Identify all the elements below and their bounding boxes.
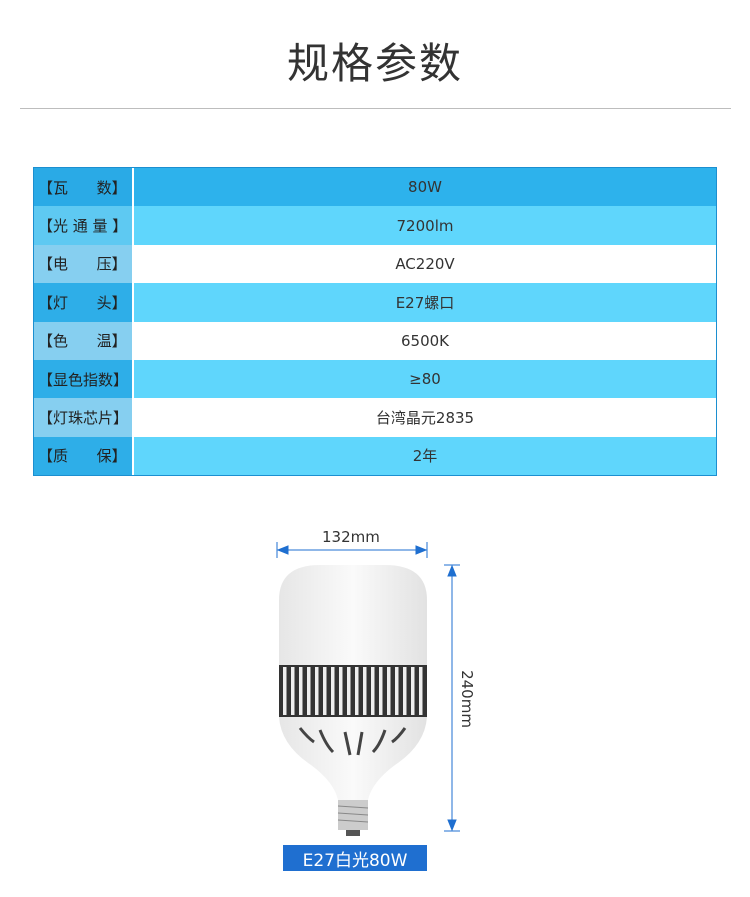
heatsink-fin bbox=[411, 667, 415, 715]
heatsink-fin bbox=[371, 667, 375, 715]
width-arrow bbox=[276, 542, 428, 558]
heatsink-fin bbox=[379, 667, 383, 715]
heatsink-fin bbox=[347, 667, 351, 715]
spec-label: 【灯 头】 bbox=[34, 283, 134, 322]
heatsink-fin bbox=[395, 667, 399, 715]
height-label: 240mm bbox=[457, 670, 476, 728]
heatsink-fin bbox=[323, 667, 327, 715]
spec-value: ≥80 bbox=[134, 359, 716, 399]
spec-value: 台湾晶元2835 bbox=[134, 398, 716, 437]
height-arrow bbox=[444, 564, 460, 832]
heatsink-fin bbox=[307, 667, 311, 715]
heatsink-fin bbox=[331, 667, 335, 715]
spec-value: E27螺口 bbox=[134, 283, 716, 322]
spec-value: 6500K bbox=[134, 321, 716, 360]
spec-value: 7200lm bbox=[134, 206, 716, 245]
spec-row: 【瓦 数】80W bbox=[34, 168, 716, 207]
spec-value: AC220V bbox=[134, 244, 716, 284]
spec-row: 【显色指数】≥80 bbox=[34, 359, 716, 399]
product-badge: E27白光80W bbox=[283, 845, 427, 871]
spec-row: 【灯 头】E27螺口 bbox=[34, 283, 716, 322]
spec-label: 【瓦 数】 bbox=[34, 168, 134, 207]
spec-label: 【质 保】 bbox=[34, 436, 134, 476]
spec-label: 【光 通 量 】 bbox=[34, 206, 134, 245]
width-label: 132mm bbox=[322, 528, 380, 546]
spec-value: 80W bbox=[134, 168, 716, 207]
spec-label: 【电 压】 bbox=[34, 244, 134, 284]
heatsink-fin bbox=[283, 667, 287, 715]
heatsink-fin bbox=[291, 667, 295, 715]
spec-table: 【瓦 数】80W【光 通 量 】7200lm【电 压】AC220V【灯 头】E2… bbox=[33, 167, 717, 476]
heatsink-fin bbox=[299, 667, 303, 715]
spec-row: 【质 保】2年 bbox=[34, 436, 716, 476]
page-title: 规格参数 bbox=[286, 39, 463, 88]
heatsink-fin bbox=[419, 667, 423, 715]
spec-row: 【光 通 量 】7200lm bbox=[34, 206, 716, 245]
spec-value: 2年 bbox=[134, 436, 716, 476]
heatsink-fin bbox=[387, 667, 391, 715]
spec-label: 【灯珠芯片】 bbox=[34, 398, 134, 437]
spec-label: 【色 温】 bbox=[34, 321, 134, 360]
divider bbox=[20, 108, 731, 109]
heatsink-fin bbox=[355, 667, 359, 715]
heatsink-fin bbox=[363, 667, 367, 715]
spec-label: 【显色指数】 bbox=[34, 359, 134, 399]
heatsink-fin bbox=[403, 667, 407, 715]
spec-row: 【灯珠芯片】台湾晶元2835 bbox=[34, 398, 716, 437]
heatsink-fin bbox=[315, 667, 319, 715]
heatsink-fin bbox=[339, 667, 343, 715]
spec-row: 【色 温】6500K bbox=[34, 321, 716, 360]
spec-row: 【电 压】AC220V bbox=[34, 244, 716, 284]
